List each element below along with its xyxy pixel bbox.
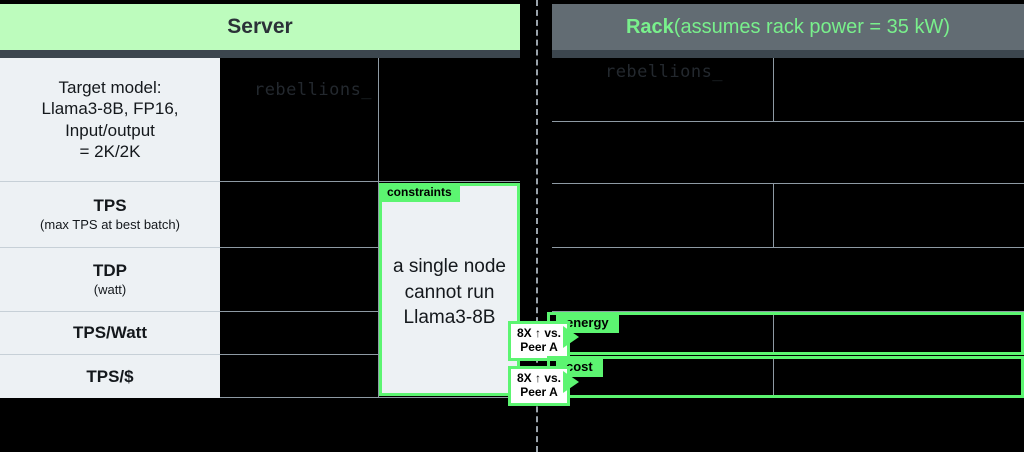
server-rack-divider — [536, 0, 538, 452]
row-label-tps: TPS (max TPS at best batch) — [0, 182, 220, 248]
row-label-tps-dollar: TPS/$ — [0, 355, 220, 398]
server-cell-tps-watt — [220, 312, 520, 355]
row-label-column: Target model:Llama3-8B, FP16,Input/outpu… — [0, 58, 220, 398]
constraints-callout-text: a single node cannot run Llama3-8B — [392, 256, 507, 329]
header-rack-underline — [552, 50, 1024, 58]
row-label-tdp-main: TDP — [93, 261, 127, 281]
cost-comparison-badge: 8X ↑ vs. Peer A — [508, 366, 570, 406]
row-label-target-model: Target model:Llama3-8B, FP16,Input/outpu… — [0, 58, 220, 182]
rack-cell-target-model — [552, 58, 1024, 122]
server-cell-tdp — [220, 248, 520, 312]
energy-badge-arrow-icon — [563, 326, 579, 348]
header-server-underline — [0, 50, 520, 58]
server-cell-tps — [220, 182, 520, 248]
row-label-tps-dollar-main: TPS/$ — [86, 366, 134, 386]
row-label-tps-sub: (max TPS at best batch) — [40, 216, 180, 232]
cost-badge-arrow-icon — [563, 371, 579, 393]
header-server-label: Server — [227, 15, 293, 38]
row-label-tps-watt: TPS/Watt — [0, 312, 220, 355]
constraints-callout-tab: constraints — [379, 183, 460, 202]
header-rack-note: (assumes rack power = 35 kW) — [673, 15, 950, 38]
row-label-tps-main: TPS — [93, 196, 127, 216]
energy-comparison-badge-text: 8X ↑ vs. Peer A — [516, 326, 562, 354]
rack-column-divider-top — [773, 58, 774, 122]
rebellions-logo-server: rebellions_ — [253, 80, 373, 100]
row-label-tdp: TDP (watt) — [0, 248, 220, 312]
energy-comparison-badge: 8X ↑ vs. Peer A — [508, 321, 570, 361]
cost-comparison-badge-text: 8X ↑ vs. Peer A — [516, 371, 562, 399]
row-label-target-model-text: Target model:Llama3-8B, FP16,Input/outpu… — [41, 78, 179, 161]
rack-column-divider-energy — [773, 312, 774, 354]
header-rack-label: Rack — [625, 15, 674, 38]
constraints-callout: a single node cannot run Llama3-8B — [379, 183, 520, 396]
rack-column-divider-cost — [773, 356, 774, 398]
server-cell-tps-dollar — [220, 355, 520, 398]
server-cell-target-model — [220, 58, 520, 182]
rebellions-logo-rack: rebellions_ — [604, 62, 724, 82]
rack-column-divider-mid — [773, 184, 774, 248]
header-server: Server — [0, 4, 520, 50]
rack-cell-tps — [552, 184, 1024, 248]
rack-data-grid — [552, 58, 1024, 396]
row-label-tps-watt-main: TPS/Watt — [73, 323, 147, 343]
rack-cell-spacer — [552, 122, 1024, 184]
rack-cell-tdp — [552, 248, 1024, 312]
server-column-divider — [378, 58, 379, 398]
header-rack: Rack (assumes rack power = 35 kW) — [552, 4, 1024, 50]
cost-highlight-band — [547, 356, 1024, 398]
row-label-tdp-sub: (watt) — [93, 281, 127, 297]
